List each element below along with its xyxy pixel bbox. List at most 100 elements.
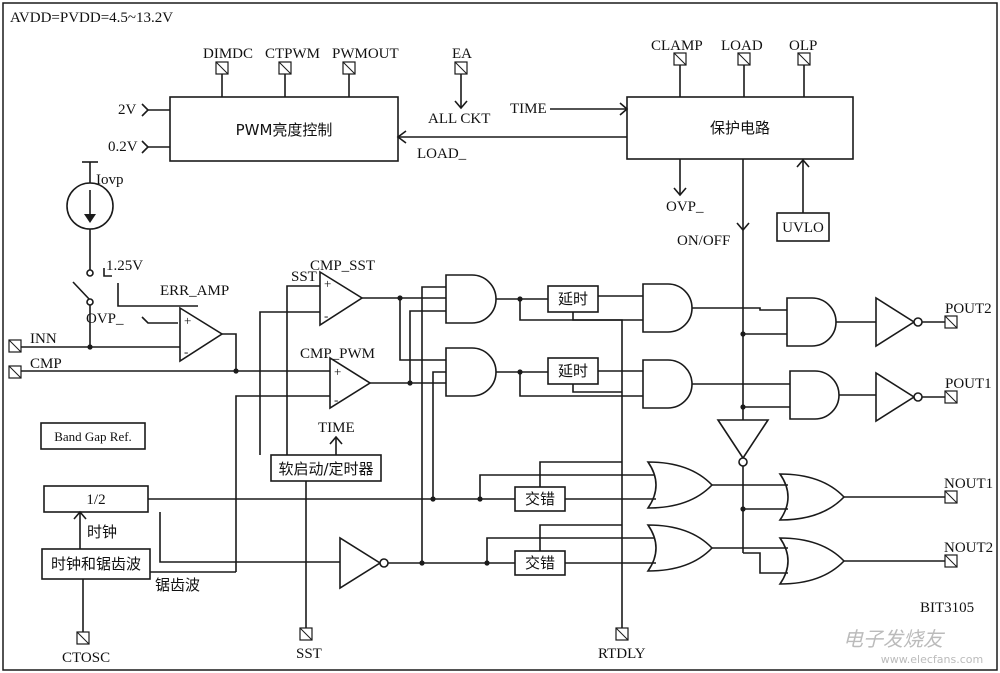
time-arrow — [619, 102, 629, 116]
delay2-rtdly — [572, 384, 622, 393]
delay-label-2: 延时 — [558, 362, 588, 380]
junction-clkb — [419, 560, 425, 566]
pin-nout2 — [944, 554, 958, 568]
and-gate-1 — [445, 274, 497, 324]
pin-ctosc — [76, 631, 90, 645]
sst-to-and2 — [399, 298, 446, 361]
junction-or2 — [484, 560, 490, 566]
sst-small-label: SST — [291, 269, 317, 285]
ovp-out-label: OVP_ — [666, 199, 704, 215]
pout1-buffer — [875, 371, 916, 423]
pin-clamp-label: CLAMP — [651, 38, 703, 54]
ref-02v-arrow — [141, 140, 150, 154]
watermark-url: www.elecfans.com — [881, 653, 983, 666]
pin-sst — [299, 627, 313, 641]
pin-clamp — [673, 52, 687, 97]
rtdly-to-interleave1 — [539, 461, 622, 487]
v125-label: 1.25V — [106, 258, 143, 274]
allckt-label: ALL CKT — [428, 111, 490, 127]
clock-saw-block — [41, 548, 151, 580]
clkb-to-or2 — [486, 537, 654, 563]
cmp-sst-minus: - — [324, 308, 328, 323]
pin-pout2 — [944, 315, 958, 329]
and-gate-2 — [445, 347, 497, 397]
and3-to-and5 — [692, 307, 787, 311]
err-amp-minus: - — [184, 344, 188, 359]
softstart-label: 软启动/定时器 — [278, 460, 373, 478]
iovp-label: Iovp — [96, 172, 124, 188]
delay-block-1 — [547, 285, 599, 313]
ovp-switch-ctrl — [141, 316, 178, 324]
switch-contact-bottom — [86, 298, 94, 306]
watermark-logo: 电子发烧友 — [843, 627, 946, 651]
pin-ctpwm-label: CTPWM — [265, 46, 320, 62]
pin-ea-label: EA — [452, 46, 472, 62]
pin-ctosc-label: CTOSC — [62, 650, 110, 666]
err-amp — [179, 306, 224, 363]
uvlo-label: UVLO — [782, 220, 824, 236]
cmp-pwm-comparator — [329, 356, 372, 410]
chip-label: BIT3105 — [920, 600, 974, 616]
or-gate-3 — [778, 473, 846, 521]
cmp-sst-comparator — [319, 270, 364, 327]
pin-olp-label: OLP — [789, 38, 817, 54]
and-gate-4 — [642, 359, 693, 409]
cmp-pwm-minus: - — [334, 392, 338, 407]
err-amp-label: ERR_AMP — [160, 283, 229, 299]
junction-or1 — [477, 496, 483, 502]
uvlo-arrow — [796, 158, 810, 168]
junction-pwm — [407, 380, 413, 386]
clock-to-inverter — [159, 512, 340, 563]
pin-ctpwm — [278, 61, 292, 97]
pout1-bubble — [913, 392, 923, 402]
supply-title: AVDD=PVDD=4.5~13.2V — [10, 10, 173, 26]
divider-label: 1/2 — [86, 492, 105, 508]
ref-02v-label: 0.2V — [108, 139, 138, 155]
and-gate-6 — [789, 370, 840, 420]
pin-pout2-label: POUT2 — [945, 301, 992, 317]
onoff-inverter — [716, 419, 770, 460]
clock-inverter-bubble — [379, 558, 389, 568]
or-gate-1 — [646, 461, 714, 509]
uvlo-block — [776, 212, 830, 242]
pin-dimdc — [215, 61, 229, 97]
pin-cmp — [8, 365, 330, 379]
pin-sst-label: SST — [296, 646, 322, 662]
ovp-switch-label: OVP_ — [86, 311, 124, 327]
divider-block — [43, 485, 149, 513]
pin-load — [737, 52, 751, 97]
onoff-arrow — [736, 222, 750, 232]
iovp-arrow-head — [84, 214, 96, 223]
time-label: TIME — [510, 101, 547, 117]
pin-inn-label: INN — [30, 331, 57, 347]
junction-onoffb-1 — [740, 506, 746, 512]
pin-cmp-label: CMP — [30, 356, 62, 372]
pout2-buffer — [875, 296, 916, 348]
clkb-to-and1 — [421, 286, 446, 563]
junction-sst — [397, 295, 403, 301]
pin-olp — [797, 52, 811, 97]
ovp-out-arrow — [673, 187, 687, 197]
or-gate-4 — [778, 537, 846, 585]
onoff-label: ON/OFF — [677, 233, 730, 249]
saw-to-cmp-pwm — [235, 395, 330, 572]
cmp-pwm-plus: + — [334, 364, 341, 379]
delay-label-1: 延时 — [558, 290, 588, 308]
time2-arrow — [329, 435, 343, 445]
clock-saw-label: 时钟和锯齿波 — [51, 555, 141, 573]
and-gate-3 — [642, 283, 693, 333]
pin-pout1 — [944, 390, 958, 404]
load-feedback-arrow — [396, 130, 407, 144]
interleave-label-2: 交错 — [525, 554, 555, 572]
pin-nout1 — [944, 490, 958, 504]
pin-load-label: LOAD — [721, 38, 763, 54]
pout2-bubble — [913, 317, 923, 327]
bandgap-block — [40, 422, 146, 450]
ref-2v-arrow — [141, 103, 150, 117]
err-amp-plus: + — [184, 313, 191, 328]
cmp-sst-minus-wire — [259, 311, 320, 455]
cmp-sst-label: CMP_SST — [310, 258, 375, 274]
clock-to-divider-arrow — [73, 510, 87, 520]
